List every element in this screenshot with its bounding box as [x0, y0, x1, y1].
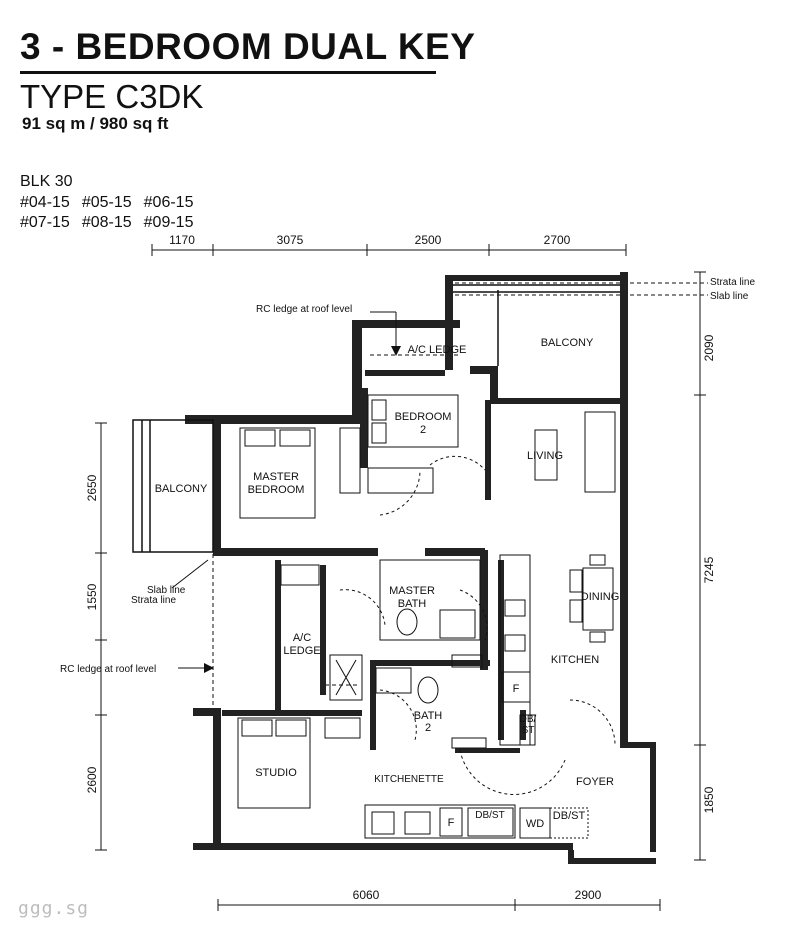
- room-bath2-line1: BATH: [414, 710, 443, 722]
- room-dining: DINING: [581, 591, 620, 603]
- unit-row: #07-15 #08-15 #09-15: [20, 213, 193, 233]
- note-rc-ledge-left: RC ledge at roof level: [60, 664, 156, 675]
- dim-top-3: 2500: [415, 233, 442, 247]
- unit-number: #07-15: [20, 214, 70, 231]
- fixture-fridge-kitchenette: F: [448, 817, 455, 829]
- door-swings: [339, 455, 616, 795]
- plan-title: 3 - BEDROOM DUAL KEY: [20, 26, 476, 67]
- strata-slab-lines: [212, 282, 708, 710]
- arrowheads: [204, 346, 401, 673]
- dim-right-3: 1850: [702, 786, 716, 813]
- room-kitchen: KITCHEN: [551, 654, 599, 666]
- fixture-washer-dryer: WD: [526, 818, 544, 830]
- dim-bottom-2: 2900: [575, 888, 602, 902]
- unit-number: #04-15: [20, 194, 70, 211]
- dim-right-1: 2090: [702, 334, 716, 361]
- room-balcony-top: BALCONY: [541, 337, 594, 349]
- fixture-dbst-kitchenette: DB/ST: [475, 810, 504, 821]
- note-slab-line-left: Slab line: [147, 585, 186, 596]
- room-master-bedroom-line2: BEDROOM: [248, 484, 305, 496]
- room-living: LIVING: [527, 450, 563, 462]
- walls: [185, 272, 656, 864]
- room-master-bedroom-line1: MASTER: [253, 471, 299, 483]
- unit-type: TYPE C3DK: [20, 78, 204, 115]
- unit-number: #05-15: [81, 194, 132, 211]
- block-label: BLK 30: [20, 173, 73, 190]
- room-ac-ledge-mid-line1: A/C: [293, 632, 311, 644]
- dim-left-2: 1550: [85, 583, 99, 610]
- dim-right-2: 7245: [702, 556, 716, 583]
- unit-list: #04-15 #05-15 #06-15 #07-15 #08-15 #09-1…: [20, 193, 193, 233]
- fixture-dbst-stack-line1: DB/: [520, 714, 537, 725]
- room-foyer: FOYER: [576, 776, 614, 788]
- note-rc-ledge-top: RC ledge at roof level: [256, 304, 352, 315]
- balcony-railings: [132, 284, 620, 553]
- room-ac-ledge-top: A/C LEDGE: [408, 344, 467, 356]
- note-slab-line-top: Slab line: [710, 291, 749, 302]
- fixture-dbst-stack-line2: ST: [522, 725, 535, 736]
- room-bedroom2-line1: BEDROOM: [395, 411, 452, 423]
- fixtures: [237, 394, 616, 839]
- unit-area: 91 sq m / 980 sq ft: [22, 114, 169, 133]
- room-master-bath-line1: MASTER: [389, 585, 435, 597]
- note-strata-line-top: Strata line: [710, 277, 755, 288]
- note-strata-line-left: Strata line: [131, 595, 176, 606]
- room-master-bath-line2: BATH: [398, 598, 427, 610]
- room-bedroom2-line2: 2: [420, 424, 426, 436]
- dim-top-4: 2700: [544, 233, 571, 247]
- dim-top-2: 3075: [277, 233, 304, 247]
- unit-number: #06-15: [143, 194, 194, 211]
- room-bath2-line2: 2: [425, 722, 431, 734]
- title-underline: [20, 71, 436, 74]
- fixture-fridge-kitchen: F: [513, 683, 520, 695]
- unit-number: #08-15: [81, 214, 132, 231]
- room-studio: STUDIO: [255, 767, 297, 779]
- dim-left-3: 2600: [85, 766, 99, 793]
- watermark: ggg.sg: [18, 898, 90, 919]
- dim-bottom-1: 6060: [353, 888, 380, 902]
- room-ac-ledge-mid-line2: LEDGE: [283, 645, 320, 657]
- dim-top-1: 1170: [169, 233, 195, 247]
- fixture-dbst-foyer: DB/ST: [553, 810, 586, 822]
- unit-row: #04-15 #05-15 #06-15: [20, 193, 193, 213]
- room-balcony-left: BALCONY: [155, 483, 208, 495]
- dim-left-1: 2650: [85, 474, 99, 501]
- room-kitchenette: KITCHENETTE: [374, 774, 444, 785]
- dimension-lines: [95, 244, 706, 911]
- unit-number: #09-15: [143, 214, 194, 231]
